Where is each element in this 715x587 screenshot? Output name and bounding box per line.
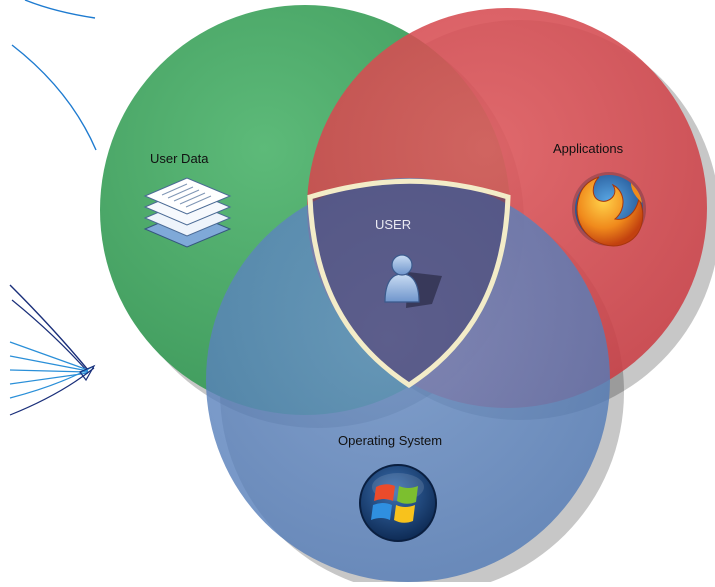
operating-system-label: Operating System — [338, 433, 443, 448]
user-data-label: User Data — [150, 151, 209, 166]
user-center-label: USER — [375, 217, 412, 232]
user-shield-outline — [307, 178, 511, 388]
firefox-logo-icon — [572, 172, 646, 247]
applications-label: Applications — [553, 141, 624, 156]
windows-logo-icon — [359, 464, 437, 542]
user-person-icon — [384, 254, 442, 308]
documents-stack-icon — [143, 177, 232, 248]
decorative-lines — [9, 0, 97, 416]
